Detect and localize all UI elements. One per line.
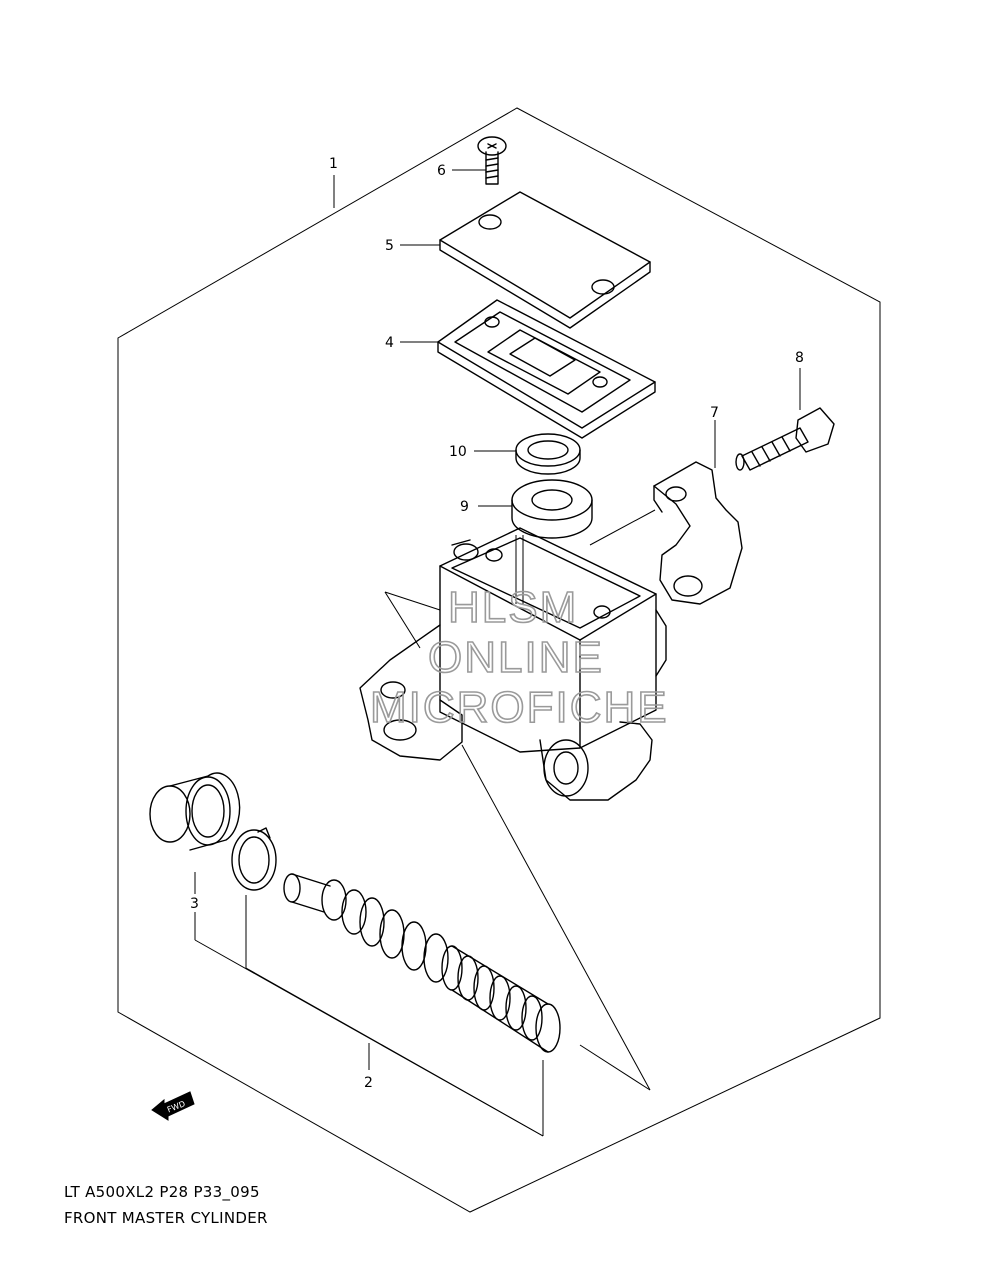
part-screw [477,136,507,185]
callout-2: 2 [364,1075,373,1091]
callout-5: 5 [385,238,394,254]
part-bolt [735,407,835,471]
callout-6: 6 [437,163,446,179]
leader-lines [194,169,801,1137]
callout-8: 8 [795,350,804,366]
diagram-title: FRONT MASTER CYLINDER [64,1209,268,1227]
part-piston-assembly [283,873,449,983]
watermark-line-2: ONLINE [428,633,604,682]
watermark: HLSM ONLINE MICROFICHE [369,582,669,733]
part-bushing [511,479,593,539]
part-boot [149,772,241,851]
part-clamp [653,461,743,605]
callout-1: 1 [329,156,338,172]
part-spring [441,945,561,1053]
callout-4: 4 [385,335,394,351]
callout-9: 9 [460,499,469,515]
diagram-code: LT A500XL2 P28 P33_095 [64,1183,260,1201]
part-reservoir-cap [439,191,651,329]
part-diaphragm [437,299,656,439]
part-master-cylinder-body [359,527,667,801]
watermark-line-1: HLSM [448,583,578,632]
watermark-line-3: MICROFICHE [370,683,669,732]
callout-7: 7 [710,405,719,421]
part-circlip [231,827,277,891]
callout-3: 3 [190,896,199,912]
callouts: 1 6 5 4 8 7 10 9 3 2 [190,156,804,1091]
callout-10: 10 [449,444,467,460]
assembly-boundary [117,107,881,1213]
part-ring [515,433,581,475]
fwd-arrow-icon: FWD [151,1091,195,1121]
